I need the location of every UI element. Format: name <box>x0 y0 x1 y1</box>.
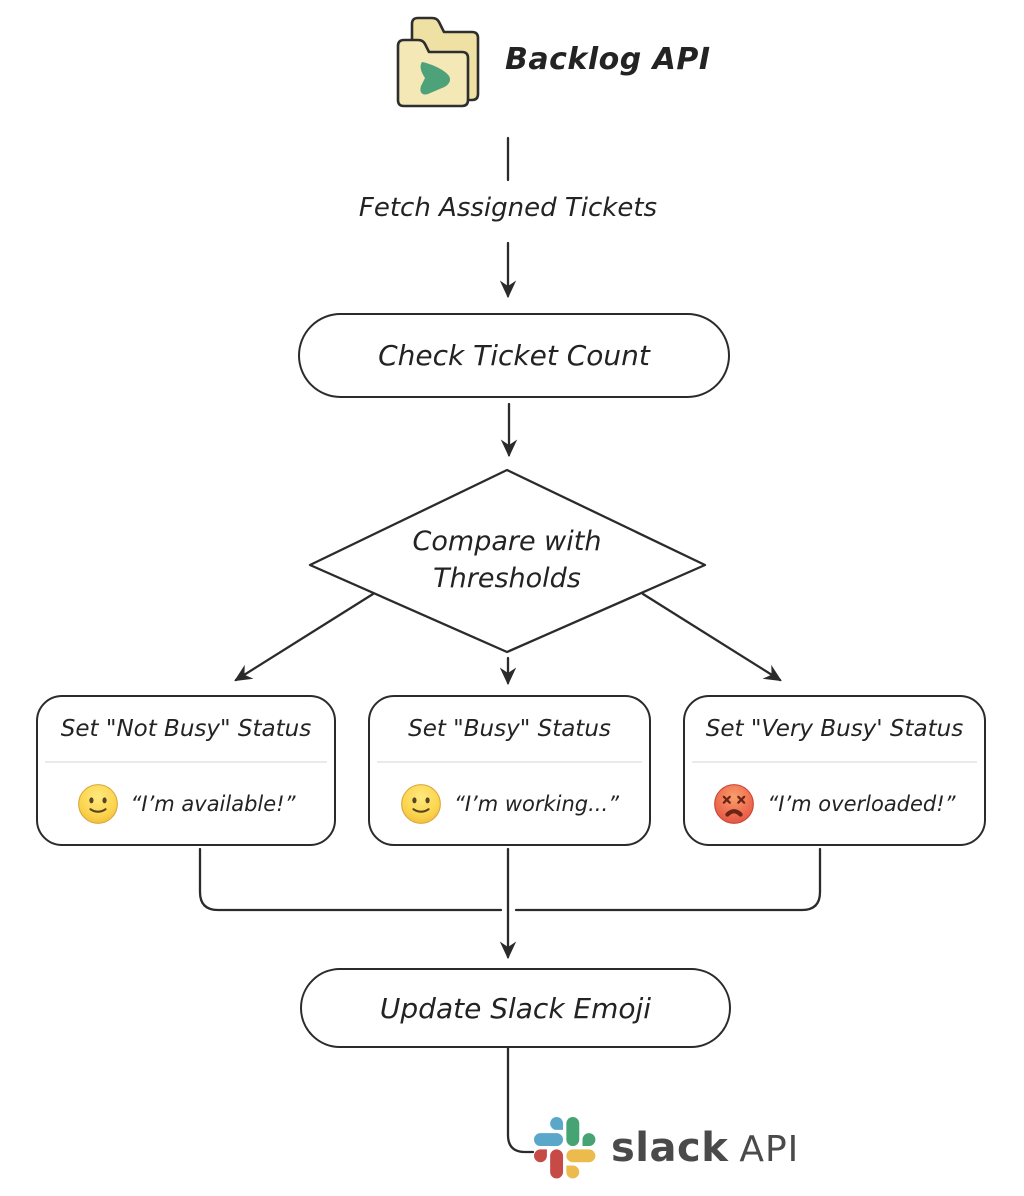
slack-logo-icon <box>534 1117 596 1179</box>
node-set-busy-status: Set "Busy" Status “I’m working...” <box>368 695 651 846</box>
edge-label-fetch-assigned-tickets: Fetch Assigned Tickets <box>358 193 658 223</box>
edge-update-to-slack <box>506 1044 535 1154</box>
node-check-ticket-count: Check Ticket Count <box>298 313 730 398</box>
slack-brand-text: slack <box>611 1125 729 1171</box>
divider <box>45 761 327 763</box>
slack-api-wordmark: slack API <box>611 1125 799 1171</box>
edge-branch-very-busy <box>641 592 782 682</box>
status-title: Set "Very Busy' Status <box>705 716 964 742</box>
status-message: “I’m working...” <box>453 791 620 816</box>
node-update-slack-emoji: Update Slack Emoji <box>300 968 731 1048</box>
backlog-logo-mark <box>420 62 451 95</box>
status-title: Set "Busy" Status <box>408 716 611 742</box>
node-set-not-busy-status: Set "Not Busy" Status “I’m available!” <box>36 695 336 846</box>
status-message: “I’m overloaded!” <box>767 791 956 816</box>
edge-merge-right <box>514 847 822 912</box>
status-title: Set "Not Busy" Status <box>60 716 312 742</box>
decision-label-line1: Compare with <box>412 526 602 557</box>
slack-api-sink: slack API <box>534 1114 799 1182</box>
backlog-folder-icon <box>388 10 493 110</box>
decision-label-line2: Thresholds <box>433 563 581 595</box>
divider <box>692 761 977 763</box>
status-message: “I’m available!” <box>130 791 296 816</box>
node-compare-with-thresholds: Compare with Thresholds <box>357 523 657 598</box>
overloaded-face-emoji-icon <box>714 783 755 824</box>
edge-branch-not-busy <box>234 592 375 682</box>
slightly-smiling-face-emoji-icon <box>401 783 441 824</box>
slightly-smiling-face-emoji-icon <box>77 783 118 824</box>
node-set-very-busy-status: Set "Very Busy' Status “I’m overloaded!” <box>683 695 986 846</box>
source-label-backlog-api: Backlog API <box>505 42 711 77</box>
edge-merge-left <box>198 847 503 912</box>
decision-diamond-shape <box>308 468 707 654</box>
slack-api-suffix-text: API <box>739 1129 800 1170</box>
divider <box>377 761 642 763</box>
